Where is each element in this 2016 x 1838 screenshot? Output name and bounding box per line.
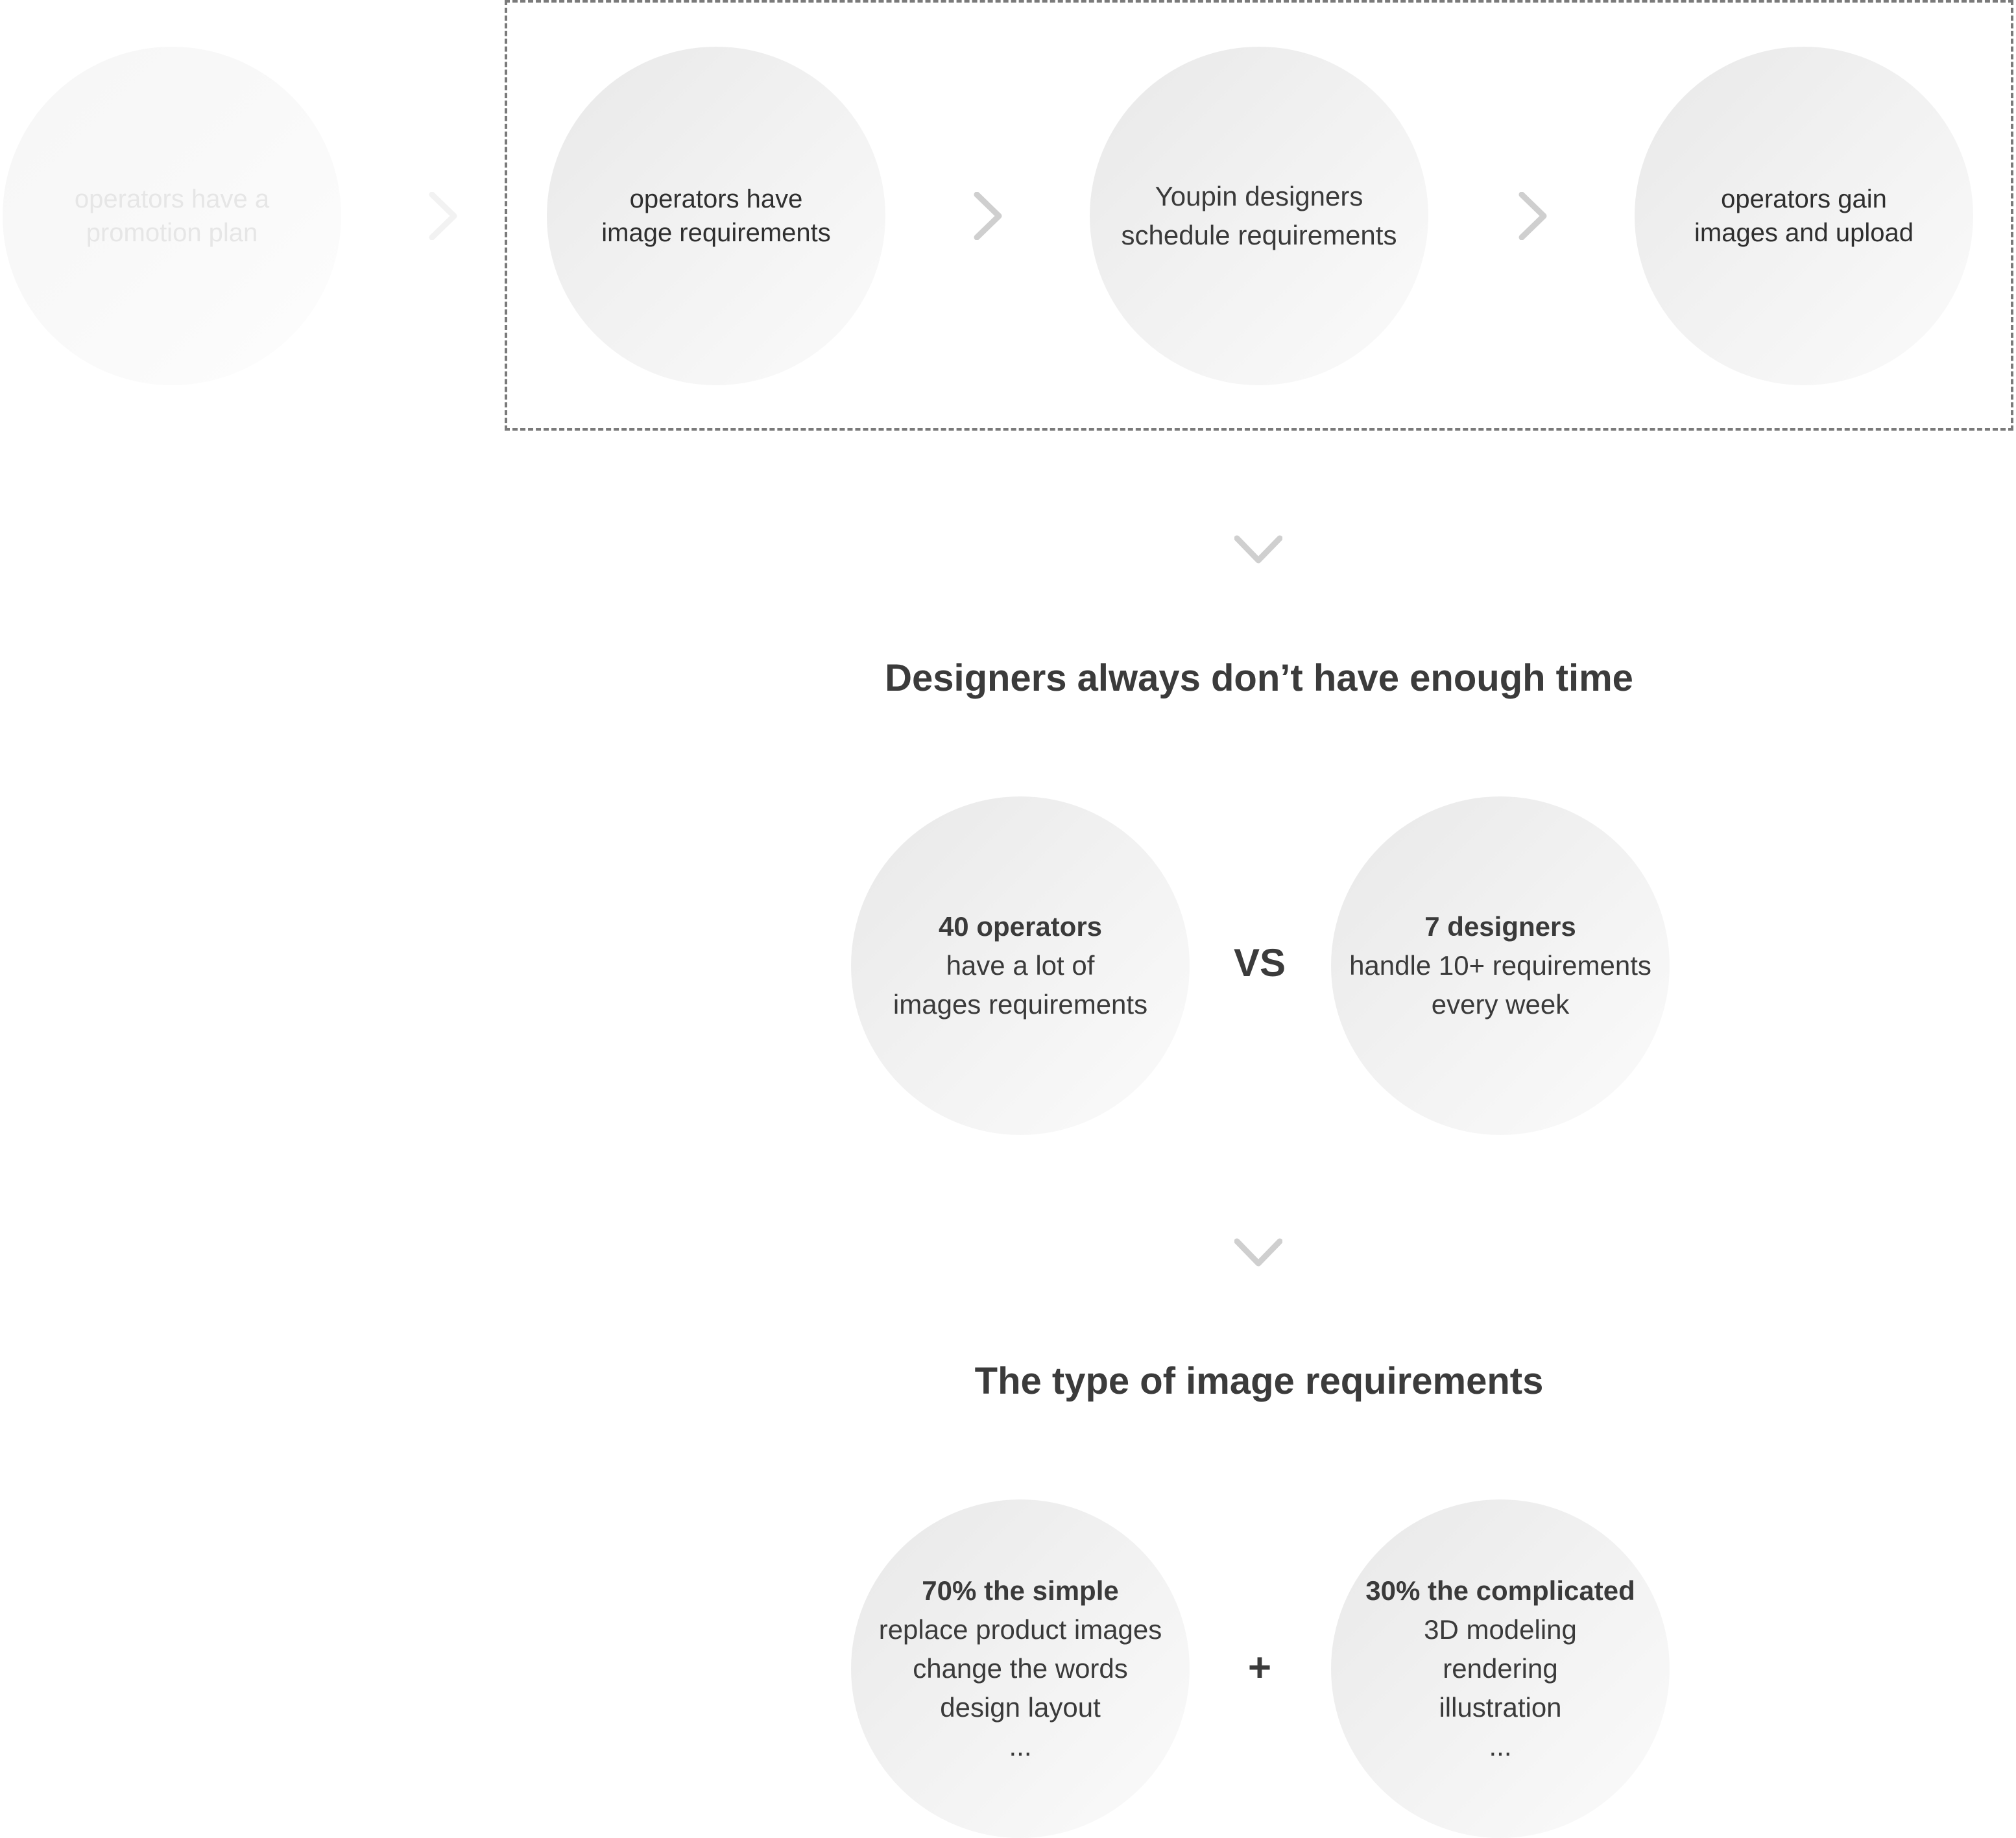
operators-circle: 40 operators have a lot of images requir… xyxy=(851,796,1190,1135)
flow-step-line: Youpin designers xyxy=(1155,181,1363,211)
chevron-down-icon xyxy=(1234,535,1282,564)
flow-step-line: schedule requirements xyxy=(1121,220,1397,250)
flow-step-image-requirements: operators have image requirements xyxy=(547,47,885,385)
circle-line: 3D modeling xyxy=(1424,1614,1577,1645)
circle-line: ... xyxy=(1009,1731,1032,1761)
flow-step-schedule-requirements: Youpin designers schedule requirements xyxy=(1090,47,1428,385)
circle-line: images requirements xyxy=(893,989,1148,1020)
circle-line: replace product images xyxy=(878,1614,1162,1645)
chevron-right-icon xyxy=(1518,192,1547,240)
circle-line: change the words xyxy=(913,1653,1128,1684)
flow-step-line: images and upload xyxy=(1694,219,1914,247)
circle-heading: 7 designers xyxy=(1424,911,1576,942)
circle-heading: 40 operators xyxy=(938,911,1103,942)
circle-line: rendering xyxy=(1443,1653,1558,1684)
section-title-designers-time: Designers always don’t have enough time xyxy=(885,657,1633,699)
chevron-right-icon xyxy=(974,192,1002,240)
flow-step-line: promotion plan xyxy=(86,219,258,247)
vs-label: VS xyxy=(1233,941,1286,985)
chevron-down-icon xyxy=(1234,1238,1282,1267)
circle-heading: 70% the simple xyxy=(922,1575,1119,1606)
flow-step-gain-images: operators gain images and upload xyxy=(1635,47,1973,385)
flow-step-line: operators gain xyxy=(1721,185,1887,213)
flow-step-line: operators have xyxy=(629,185,803,213)
circle-line: design layout xyxy=(940,1692,1101,1723)
circle-heading: 30% the complicated xyxy=(1365,1575,1635,1606)
circle-line: handle 10+ requirements xyxy=(1349,950,1651,981)
flow-step-promotion-plan: operators have a promotion plan xyxy=(3,47,341,385)
plus-label: + xyxy=(1247,1645,1272,1690)
circle-line: every week xyxy=(1431,989,1570,1020)
circle-line: have a lot of xyxy=(946,950,1095,981)
flow-step-line: image requirements xyxy=(601,219,831,247)
circle-line: ... xyxy=(1489,1731,1512,1761)
simple-requirements-circle: 70% the simple replace product images ch… xyxy=(851,1499,1190,1838)
section-title-requirement-types: The type of image requirements xyxy=(974,1360,1544,1402)
chevron-right-icon xyxy=(429,192,457,240)
dashed-focus-frame xyxy=(505,0,2013,431)
complicated-requirements-circle: 30% the complicated 3D modeling renderin… xyxy=(1331,1499,1670,1838)
flow-step-line: operators have a xyxy=(74,185,270,213)
designers-circle: 7 designers handle 10+ requirements ever… xyxy=(1331,796,1670,1135)
circle-line: illustration xyxy=(1439,1692,1562,1723)
